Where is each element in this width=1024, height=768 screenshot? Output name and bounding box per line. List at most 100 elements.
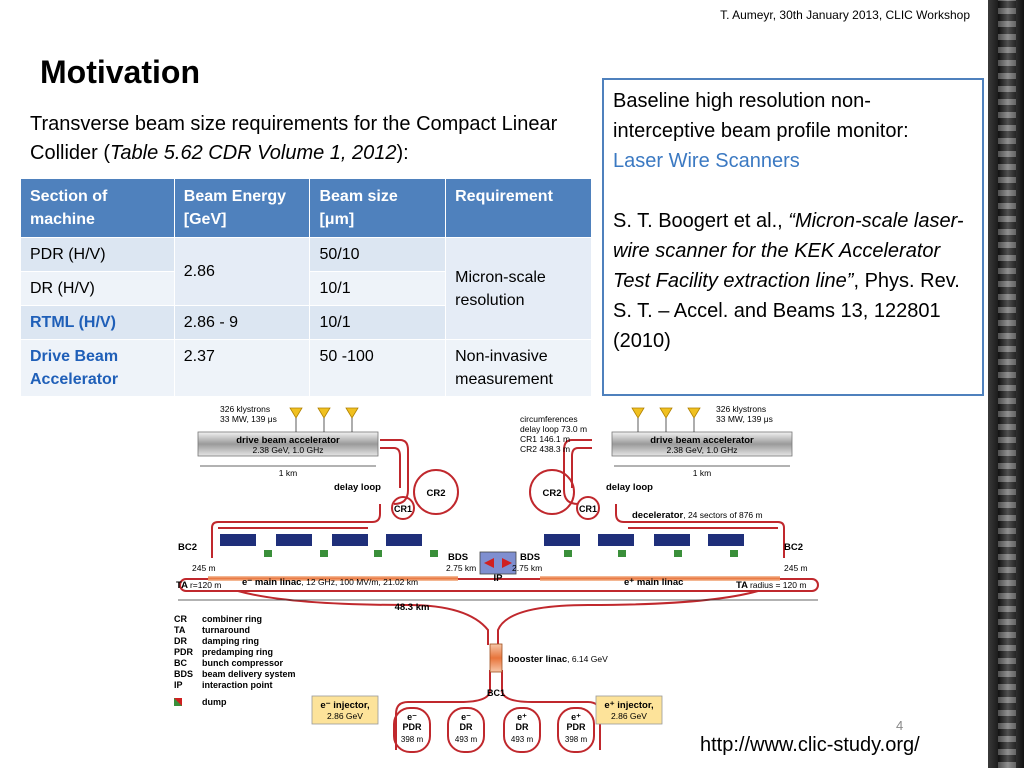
- left-dba-label: drive beam accelerator: [236, 435, 340, 446]
- decelerator-label: decelerator, 24 sectors of 876 m: [632, 510, 763, 521]
- ring-name: PDR: [402, 722, 422, 732]
- right-bds-len: 2.75 km: [512, 563, 542, 573]
- header-size: Beam size [μm]: [309, 178, 447, 238]
- cell-section: DR (H/V): [20, 271, 175, 306]
- citation-title: “Micron-scale laser-wire scanner for the…: [613, 210, 964, 292]
- left-klystrons-label: 326 klystrons: [220, 404, 270, 414]
- cell-section: RTML (H/V): [20, 305, 175, 340]
- legend-desc: combiner ring: [202, 614, 262, 624]
- monitor-info-box: Baseline high resolution non-interceptiv…: [602, 78, 984, 396]
- clic-url-link[interactable]: http://www.clic-study.org/: [700, 734, 920, 756]
- cell-requirement: Micron-scale resolution: [445, 237, 592, 340]
- right-dba-label: drive beam accelerator: [650, 435, 754, 446]
- infobox-line1: Baseline high resolution non-interceptiv…: [613, 90, 909, 142]
- right-cr1: CR1: [579, 504, 597, 514]
- cell-energy: 2.37: [173, 339, 311, 397]
- legend-desc: damping ring: [202, 636, 259, 646]
- table-header-row: Section of machine Beam Energy [GeV] Bea…: [20, 178, 592, 238]
- bc1-label: BC1: [487, 688, 505, 698]
- citation: S. T. Boogert et al., “Micron-scale lase…: [613, 206, 973, 356]
- slide: T. Aumeyr, 30th January 2013, CLIC Works…: [20, 8, 984, 756]
- circumferences-delay: delay loop 73.0 m: [520, 424, 587, 434]
- e-minus-injector: e⁻ injector,: [320, 700, 369, 711]
- right-245m: 245 m: [784, 563, 808, 573]
- intro-text: Transverse beam size requirements for th…: [30, 110, 590, 168]
- circumferences-title: circumferences: [520, 414, 578, 424]
- legend-abbr: CR: [174, 614, 187, 624]
- cell-size: 50 -100: [309, 339, 447, 397]
- right-klystrons-label: 326 klystrons: [716, 404, 766, 414]
- ring-length: 398 m: [401, 735, 424, 744]
- left-cr1: CR1: [394, 504, 412, 514]
- e-plus-injector: e⁺ injector,: [604, 700, 653, 711]
- clic-layout-diagram: 326 klystrons 33 MW, 139 μs 326 klystron…: [174, 404, 819, 753]
- right-delay-loop: delay loop: [606, 482, 653, 493]
- cell-section: Drive Beam Accelerator: [20, 339, 175, 397]
- ring-top: e⁺: [571, 712, 581, 722]
- e-minus-injector-energy: 2.86 GeV: [327, 711, 363, 721]
- right-bds: BDS: [520, 552, 540, 563]
- legend-abbr: BC: [174, 658, 187, 668]
- ring-top: e⁻: [407, 712, 417, 722]
- circumferences-cr2: CR2 438.3 m: [520, 444, 570, 454]
- cell-section: PDR (H/V): [20, 237, 175, 272]
- total-length: 48.3 km: [395, 602, 430, 613]
- intro-lead: Transverse beam size requirements for th…: [30, 113, 558, 164]
- cell-energy: 2.86: [173, 237, 311, 306]
- intro-reference: Table 5.62 CDR Volume 1, 2012: [110, 142, 397, 164]
- left-bds: BDS: [448, 552, 468, 563]
- right-main-linac: e⁺ main linac: [624, 577, 683, 588]
- legend-abbr: BDS: [174, 669, 193, 679]
- right-bc2: BC2: [784, 542, 803, 553]
- cell-size: 10/1: [309, 305, 447, 340]
- cell-size: 50/10: [309, 237, 447, 272]
- left-km: 1 km: [279, 468, 297, 478]
- left-delay-loop: delay loop: [334, 482, 381, 493]
- legend-desc: bunch compressor: [202, 658, 284, 668]
- legend-desc: predamping ring: [202, 647, 273, 657]
- left-klystrons-power: 33 MW, 139 μs: [220, 414, 277, 424]
- slide-title: Motivation: [40, 54, 200, 90]
- left-245m: 245 m: [192, 563, 216, 573]
- ring-name: PDR: [566, 722, 586, 732]
- right-cr2: CR2: [542, 488, 561, 499]
- right-dba-sub: 2.38 GeV, 1.0 GHz: [666, 445, 737, 455]
- laser-wire-link[interactable]: Laser Wire Scanners: [613, 150, 800, 172]
- left-bc2: BC2: [178, 542, 197, 553]
- ring-name: DR: [460, 722, 473, 732]
- citation-journal: , Phys. Rev. S. T. – Accel. and Beams 13…: [613, 270, 960, 352]
- legend-desc: turnaround: [202, 625, 250, 635]
- table-row: DR (H/V) 10/1: [20, 271, 592, 306]
- legend-abbr: IP: [174, 680, 183, 690]
- ring-top: e⁺: [517, 712, 527, 722]
- right-km: 1 km: [693, 468, 711, 478]
- header-energy: Beam Energy [GeV]: [173, 178, 311, 238]
- cell-energy: 2.86 - 9: [173, 305, 311, 340]
- beam-size-table: Section of machine Beam Energy [GeV] Bea…: [20, 178, 592, 397]
- legend-abbr: TA: [174, 625, 186, 635]
- citation-authors: S. T. Boogert et al.,: [613, 210, 789, 232]
- left-main-linac: e⁻ main linac, 12 GHz, 100 MV/m, 21.02 k…: [242, 577, 418, 588]
- header-section: Section of machine: [20, 178, 175, 238]
- header-requirement: Requirement: [445, 178, 592, 238]
- ring-top: e⁻: [461, 712, 471, 722]
- cell-requirement: Non-invasive measurement: [445, 339, 592, 397]
- booster-label: booster linac, 6.14 GeV: [508, 654, 608, 665]
- left-dba-sub: 2.38 GeV, 1.0 GHz: [252, 445, 323, 455]
- legend-desc: interaction point: [202, 680, 273, 690]
- table-row: PDR (H/V) 2.86 50/10 Micron-scale resolu…: [20, 237, 592, 340]
- legend-abbr: DR: [174, 636, 187, 646]
- legend-desc: beam delivery system: [202, 669, 296, 679]
- header-note: T. Aumeyr, 30th January 2013, CLIC Works…: [720, 8, 970, 22]
- intro-tail: ):: [396, 142, 409, 164]
- e-plus-injector-energy: 2.86 GeV: [611, 711, 647, 721]
- table-row: RTML (H/V) 2.86 - 9 10/1: [20, 305, 592, 340]
- ring-name: DR: [516, 722, 529, 732]
- legend-abbr: PDR: [174, 647, 194, 657]
- cell-size: 10/1: [309, 271, 447, 306]
- ring-length: 493 m: [511, 735, 534, 744]
- legend-desc: dump: [202, 697, 227, 707]
- circumferences-cr1: CR1 146.1 m: [520, 434, 570, 444]
